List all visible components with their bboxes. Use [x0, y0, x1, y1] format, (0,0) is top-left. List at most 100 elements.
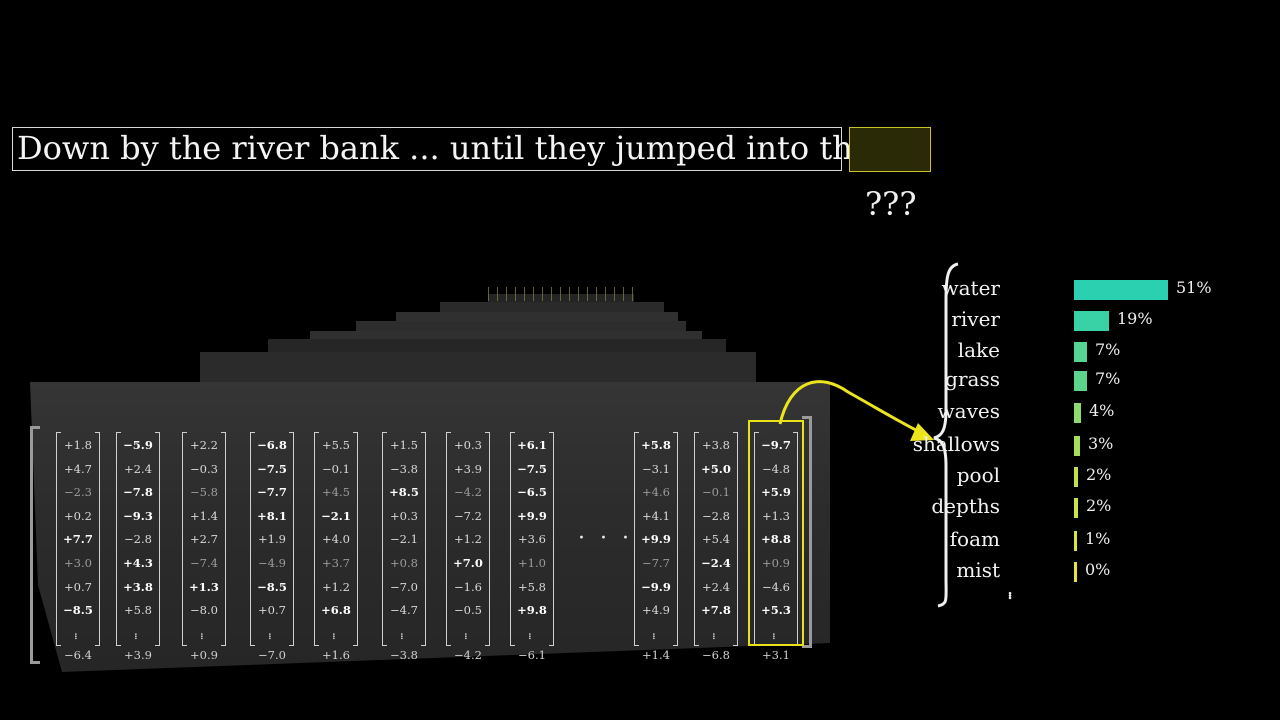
vector-value: +4.7 [64, 461, 92, 476]
vector-value: +5.3 [761, 603, 791, 618]
vector-vdots: ... [461, 631, 476, 638]
embedding-vector: +5.5−0.1+4.5−2.1+4.0+3.7+1.2+6.8...+1.6 [314, 432, 358, 662]
vector-value: +2.4 [124, 461, 152, 476]
vector-value: +0.7 [64, 579, 92, 594]
vector-value: +3.0 [64, 555, 92, 570]
vector-cells: +1.5−3.8+8.5+0.3−2.1+0.8−7.0−4.7...−3.8 [387, 434, 421, 663]
vector-right-bracket [221, 432, 226, 646]
vector-value: +3.6 [518, 532, 546, 547]
vector-value: −3.8 [390, 461, 418, 476]
embedding-vector: +5.8−3.1+4.6+4.1+9.9−7.7−9.9+4.9...+1.4 [634, 432, 678, 662]
prediction-bar [1074, 467, 1078, 487]
prediction-bar [1074, 436, 1080, 456]
vector-value: −9.3 [123, 508, 153, 523]
prediction-row: lake 7% [950, 337, 1250, 363]
vector-value: −2.4 [701, 555, 731, 570]
prediction-word: lake [957, 338, 1000, 362]
prediction-percent: 3% [1088, 434, 1114, 453]
vector-value: −8.0 [190, 603, 218, 618]
prediction-bar [1074, 403, 1081, 423]
stack-layer [440, 302, 664, 314]
vector-value: +5.0 [701, 461, 731, 476]
embedding-vector: +1.5−3.8+8.5+0.3−2.1+0.8−7.0−4.7...−3.8 [382, 432, 426, 662]
vector-value: +4.9 [642, 603, 670, 618]
vector-value: −9.9 [641, 579, 671, 594]
embedding-vector: +3.8+5.0−0.1−2.8+5.4−2.4+2.4+7.8...−6.8 [694, 432, 738, 662]
prediction-percent: 2% [1086, 496, 1112, 515]
vector-value: −7.5 [517, 461, 547, 476]
matrix-left-bracket [30, 426, 40, 664]
vector-vdots: ... [265, 631, 280, 638]
vector-value: +0.3 [454, 438, 482, 452]
vector-value: −2.1 [321, 508, 351, 523]
vector-left-bracket [250, 432, 255, 646]
vector-value: +2.7 [190, 532, 218, 547]
prediction-word: foam [949, 527, 1000, 551]
vector-value: +5.5 [322, 438, 350, 452]
vector-value: +0.9 [190, 647, 218, 662]
vector-value: +0.8 [390, 555, 418, 570]
prediction-percent: 4% [1089, 401, 1115, 420]
distant-vector-columns [488, 287, 634, 301]
vector-value: +5.8 [518, 579, 546, 594]
vector-value: +3.9 [124, 647, 152, 662]
vector-cells: +1.8+4.7−2.3+0.2+7.7+3.0+0.7−8.5...−6.4 [61, 434, 95, 663]
vector-cells: −9.7−4.8+5.9+1.3+8.8+0.9−4.6+5.3...+3.1 [759, 434, 793, 663]
vector-vdots: ... [649, 631, 664, 638]
vector-value: +8.1 [257, 508, 287, 523]
vector-value: −6.8 [257, 438, 287, 452]
vector-value: +2.4 [702, 579, 730, 594]
front-layer [30, 382, 830, 672]
vector-value: −7.0 [390, 579, 418, 594]
vector-value: +7.8 [701, 603, 731, 618]
prediction-word: shallows [912, 432, 1000, 456]
vector-value: −0.5 [454, 603, 482, 618]
vector-value: +1.9 [258, 532, 286, 547]
vector-value: +9.8 [517, 603, 547, 618]
vector-value: +3.7 [322, 555, 350, 570]
prediction-percent: 19% [1117, 309, 1153, 328]
vector-left-bracket [56, 432, 61, 646]
vector-vdots: ... [397, 631, 412, 638]
curly-brace-path [933, 262, 959, 608]
prediction-bar [1074, 342, 1087, 362]
vector-right-bracket [549, 432, 554, 646]
vector-vdots: ... [131, 631, 146, 638]
vector-left-bracket [116, 432, 121, 646]
vector-right-bracket [289, 432, 294, 646]
prediction-word: river [951, 307, 1000, 331]
vector-value: +9.9 [517, 508, 547, 523]
vector-vdots: ... [769, 631, 784, 638]
prediction-percent: 51% [1176, 278, 1212, 297]
vector-cells: −6.8−7.5−7.7+8.1+1.9−4.9−8.5+0.7...−7.0 [255, 434, 289, 663]
prediction-bar [1074, 531, 1077, 551]
prediction-word: grass [945, 367, 1000, 391]
vector-value: +7.7 [63, 532, 93, 547]
vector-left-bracket [634, 432, 639, 646]
vector-value: +1.0 [518, 555, 546, 570]
vector-right-bracket [353, 432, 358, 646]
vector-value: +1.2 [322, 579, 350, 594]
prediction-bar [1074, 371, 1087, 391]
embedding-vector: −6.8−7.5−7.7+8.1+1.9−4.9−8.5+0.7...−7.0 [250, 432, 294, 662]
vector-value: −0.3 [190, 461, 218, 476]
vector-value: −2.3 [64, 485, 92, 500]
vector-value: +1.5 [390, 438, 418, 452]
vector-value: +0.2 [64, 508, 92, 523]
vector-value: −6.5 [517, 485, 547, 500]
vector-cells: +5.8−3.1+4.6+4.1+9.9−7.7−9.9+4.9...+1.4 [639, 434, 673, 663]
vector-value: +6.8 [321, 603, 351, 618]
vector-value: −6.8 [702, 647, 730, 662]
vector-cells: +6.1−7.5−6.5+9.9+3.6+1.0+5.8+9.8...−6.1 [515, 434, 549, 663]
vector-value: +5.9 [761, 485, 791, 500]
prediction-percent: 7% [1095, 340, 1121, 359]
vector-right-bracket [673, 432, 678, 646]
vector-value: −7.4 [190, 555, 218, 570]
vector-value: +0.9 [762, 555, 790, 570]
vector-value: −9.7 [761, 438, 791, 452]
